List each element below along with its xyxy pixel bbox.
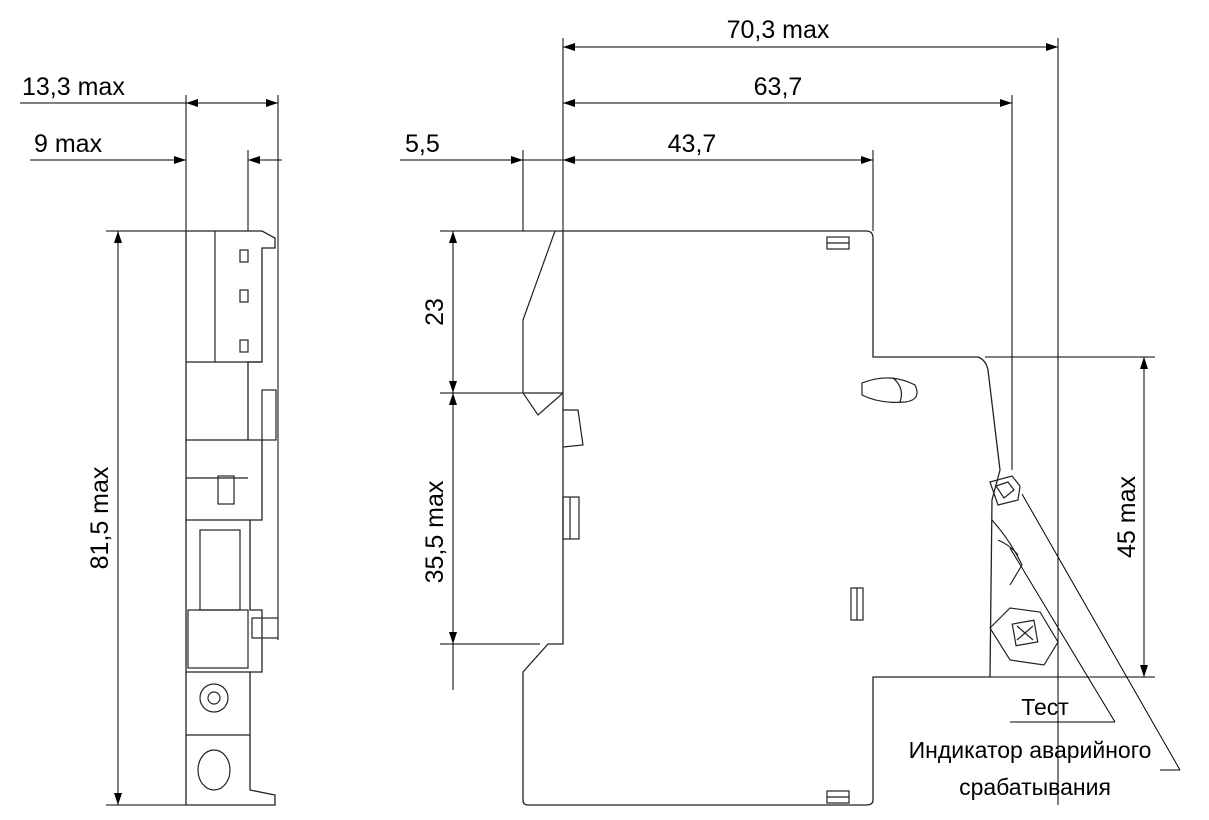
dim-toggle-label: 63,7: [754, 73, 803, 101]
dim-bottom-label: 35,5 max: [421, 480, 449, 583]
dim-width-max: 13,3 max: [20, 73, 278, 107]
dim-bottom: 35,5 max: [421, 393, 457, 690]
dim-body-width: 9 max: [30, 130, 282, 164]
dim-total-label: 70,3 max: [727, 16, 830, 44]
dim-height: 81,5 max: [86, 230, 186, 806]
dim-toggle: 63,7: [563, 73, 1012, 107]
side-body: [185, 230, 279, 806]
dim-offset-label: 5,5: [405, 130, 440, 158]
side-view: 13,3 max 9 max 81,5 max: [20, 73, 282, 806]
indicator-label-line1: Индикатор аварийного: [909, 737, 1152, 763]
indicator-label-line2: срабатывания: [959, 774, 1111, 800]
indicator-icon: [989, 607, 1059, 666]
dim-body-width-label: 9 max: [34, 130, 103, 158]
front-view: 70,3 max 63,7 43,7 5,5 23: [400, 16, 1181, 806]
screw-icon: [199, 683, 229, 713]
test-button-icon: [989, 475, 1021, 506]
slot-icon: [861, 377, 918, 403]
dim-right: 45 max: [985, 356, 1155, 678]
dim-total: 70,3 max: [563, 16, 1058, 51]
dim-height-label: 81,5 max: [86, 466, 114, 569]
dim-front: 43,7: [563, 130, 873, 164]
test-label: Тест: [1021, 694, 1069, 720]
dim-width-max-label: 13,3 max: [22, 73, 125, 101]
dim-right-label: 45 max: [1113, 476, 1141, 558]
dim-top-label: 23: [421, 298, 449, 326]
leader-lines: [1009, 493, 1181, 771]
dim-front-label: 43,7: [668, 130, 717, 158]
breaker-body: [522, 230, 1059, 806]
dim-top: 23: [421, 231, 457, 393]
dim-offset: 5,5: [400, 130, 563, 164]
